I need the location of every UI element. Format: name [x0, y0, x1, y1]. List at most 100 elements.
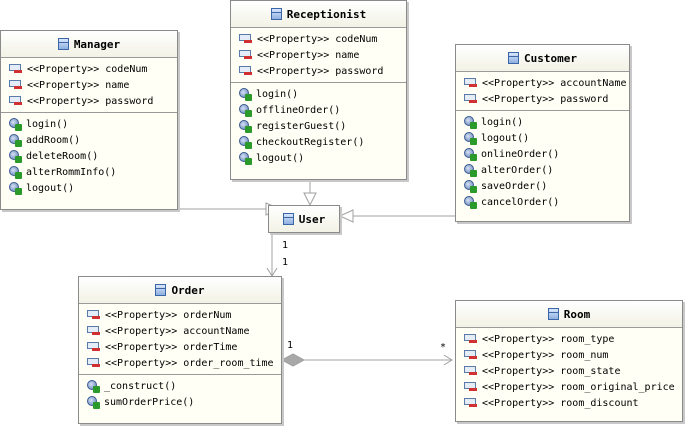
method-icon [239, 135, 252, 149]
class-icon [282, 213, 294, 225]
property-row[interactable]: <<Property>> accountName [87, 323, 281, 339]
property-label: <<Property>> accountName [482, 77, 627, 89]
method-label: _construct() [104, 380, 177, 392]
method-label: sumOrderPrice() [104, 396, 195, 408]
property-row[interactable]: <<Property>> room_original_price [464, 379, 682, 395]
method-icon [464, 131, 477, 145]
method-row[interactable]: addRoom() [9, 132, 177, 148]
property-label: <<Property>> room_type [482, 333, 615, 345]
property-label: <<Property>> password [27, 95, 154, 107]
method-row[interactable]: onlineOrder() [464, 146, 629, 162]
method-row[interactable]: cancelOrder() [464, 194, 629, 210]
method-icon [239, 119, 252, 133]
property-icon [9, 96, 23, 106]
method-label: checkoutRegister() [256, 136, 365, 148]
method-icon [9, 165, 22, 179]
class-manager[interactable]: Manager <<Property>> codeNum <<Property>… [0, 30, 178, 210]
properties-section: <<Property>> codeNum <<Property>> name <… [231, 28, 406, 82]
property-row[interactable]: <<Property>> accountName [464, 75, 629, 91]
class-name: Receptionist [286, 7, 367, 21]
method-row[interactable]: logout() [464, 130, 629, 146]
method-row[interactable]: alterOrder() [464, 162, 629, 178]
property-icon [464, 334, 478, 344]
property-row[interactable]: <<Property>> password [9, 93, 177, 109]
property-label: <<Property>> password [257, 65, 384, 77]
properties-section: <<Property>> room_type <<Property>> room… [456, 328, 682, 414]
method-row[interactable]: deleteRoom() [9, 148, 177, 164]
multiplicity-user-end: 1 [282, 240, 289, 251]
class-header: Customer [456, 45, 629, 72]
property-icon [464, 366, 478, 376]
class-icon [547, 308, 559, 320]
property-row[interactable]: <<Property>> orderTime [87, 339, 281, 355]
method-label: addRoom() [26, 134, 81, 146]
property-icon [87, 326, 101, 336]
method-icon [9, 133, 22, 147]
property-row[interactable]: <<Property>> order_room_time [87, 355, 281, 371]
property-row[interactable]: <<Property>> name [239, 47, 406, 63]
method-label: login() [26, 118, 69, 130]
method-row[interactable]: _construct() [87, 378, 281, 394]
method-icon [464, 147, 477, 161]
method-row[interactable]: login() [464, 114, 629, 130]
class-icon [57, 38, 69, 50]
property-row[interactable]: <<Property>> codeNum [239, 31, 406, 47]
class-header: Receptionist [231, 1, 406, 28]
property-row[interactable]: <<Property>> password [239, 63, 406, 79]
method-row[interactable]: login() [9, 116, 177, 132]
property-icon [87, 310, 101, 320]
method-icon [464, 195, 477, 209]
method-icon [87, 379, 100, 393]
class-order[interactable]: Order <<Property>> orderNum <<Property>>… [78, 276, 282, 424]
method-icon [9, 117, 22, 131]
properties-section: <<Property>> codeNum <<Property>> name <… [1, 58, 177, 112]
multiplicity-order-room-target: * [440, 342, 447, 353]
method-row[interactable]: sumOrderPrice() [87, 394, 281, 410]
method-label: registerGuest() [256, 120, 347, 132]
class-name: Order [171, 283, 205, 297]
class-receptionist[interactable]: Receptionist <<Property>> codeNum <<Prop… [230, 0, 407, 180]
property-label: <<Property>> room_num [482, 349, 609, 361]
class-icon [270, 8, 282, 20]
property-icon [464, 94, 478, 104]
class-header: Room [456, 301, 682, 328]
property-icon [239, 66, 253, 76]
class-header: User [269, 206, 339, 232]
property-row[interactable]: <<Property>> room_type [464, 331, 682, 347]
property-row[interactable]: <<Property>> room_num [464, 347, 682, 363]
class-user[interactable]: User [268, 205, 340, 233]
multiplicity-order-end: 1 [282, 257, 289, 268]
property-label: <<Property>> password [482, 93, 609, 105]
method-icon [239, 103, 252, 117]
class-name: Room [563, 307, 591, 321]
property-row[interactable]: <<Property>> room_state [464, 363, 682, 379]
method-label: deleteRoom() [26, 150, 99, 162]
property-icon [87, 342, 101, 352]
property-icon [9, 64, 23, 74]
method-row[interactable]: alterRommInfo() [9, 164, 177, 180]
method-row[interactable]: saveOrder() [464, 178, 629, 194]
class-name: Manager [73, 37, 121, 51]
property-icon [464, 78, 478, 88]
property-row[interactable]: <<Property>> codeNum [9, 61, 177, 77]
method-row[interactable]: offlineOrder() [239, 102, 406, 118]
property-label: <<Property>> room_original_price [482, 381, 675, 393]
method-row[interactable]: login() [239, 86, 406, 102]
property-label: <<Property>> room_state [482, 365, 621, 377]
property-row[interactable]: <<Property>> name [9, 77, 177, 93]
property-label: <<Property>> codeNum [257, 33, 378, 45]
class-customer[interactable]: Customer <<Property>> accountName <<Prop… [455, 44, 630, 222]
property-row[interactable]: <<Property>> password [464, 91, 629, 107]
method-label: saveOrder() [481, 180, 548, 192]
class-room[interactable]: Room <<Property>> room_type <<Property>>… [455, 300, 683, 422]
method-row[interactable]: checkoutRegister() [239, 134, 406, 150]
class-header: Manager [1, 31, 177, 58]
order-room-arrowhead [443, 354, 453, 366]
property-label: <<Property>> name [27, 79, 130, 91]
method-row[interactable]: logout() [239, 150, 406, 166]
method-row[interactable]: logout() [9, 180, 177, 196]
property-row[interactable]: <<Property>> room_discount [464, 395, 682, 411]
property-row[interactable]: <<Property>> orderNum [87, 307, 281, 323]
method-row[interactable]: registerGuest() [239, 118, 406, 134]
property-label: <<Property>> name [257, 49, 360, 61]
